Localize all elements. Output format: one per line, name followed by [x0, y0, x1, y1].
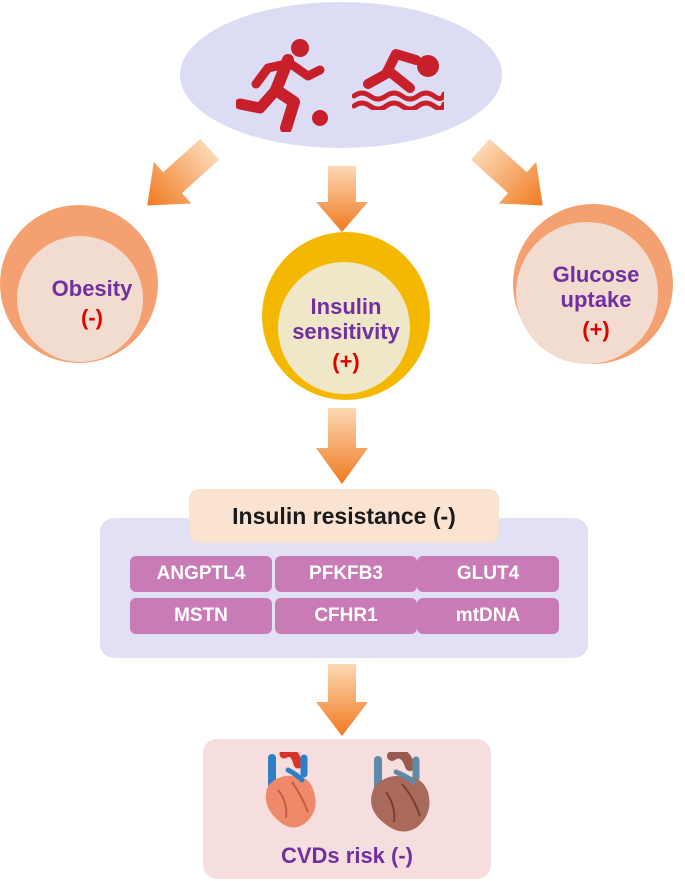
soccer-player-icon	[236, 39, 328, 132]
insulin-sensitivity-label-group: Insulin sensitivity (+)	[262, 294, 430, 374]
heart-icon	[265, 752, 316, 828]
arrow-right-to-glucose	[470, 138, 543, 206]
glucose-uptake-inner-circle	[516, 222, 658, 364]
exercise-ellipse	[180, 2, 502, 148]
obesity-label-group: Obesity (-)	[17, 276, 167, 331]
arrow-down-to-resistance	[316, 408, 368, 484]
glucose-uptake-label-group: Glucose uptake (+)	[516, 262, 676, 342]
insulin-resistance-title: Insulin resistance (-)	[189, 489, 499, 543]
glucose-uptake-label-line2: uptake	[560, 287, 632, 313]
gene-box-cfhr1: CFHR1	[275, 598, 417, 634]
insulin-sensitivity-inner-circle	[278, 262, 410, 394]
gene-box-mstn: MSTN	[130, 598, 272, 634]
gene-box-angptl4: ANGPTL4	[130, 556, 272, 592]
insulin-sensitivity-label-line2: sensitivity	[292, 319, 400, 345]
gene-box-pfkfb3: PFKFB3	[275, 556, 417, 592]
swimmer-icon	[352, 49, 444, 110]
arrow-down-to-insulin	[316, 166, 368, 232]
insulin-sensitivity-sign: (+)	[332, 348, 360, 374]
gene-box-glut4: GLUT4	[417, 556, 559, 592]
obesity-sign: (-)	[81, 305, 103, 331]
arrow-left-to-obesity	[147, 138, 220, 206]
cvd-box	[203, 739, 491, 879]
insulin-sensitivity-label-line1: Insulin	[310, 294, 382, 319]
cvd-risk-label: CVDs risk (-)	[280, 843, 414, 868]
obesity-label: Obesity	[51, 276, 133, 301]
gene-box-mtdna: mtDNA	[417, 598, 559, 634]
heart-icon	[371, 752, 430, 832]
glucose-uptake-label-line1: Glucose	[552, 262, 640, 287]
arrow-down-to-cvd	[316, 664, 368, 736]
glucose-uptake-sign: (+)	[582, 316, 610, 342]
obesity-inner-circle	[17, 236, 143, 362]
